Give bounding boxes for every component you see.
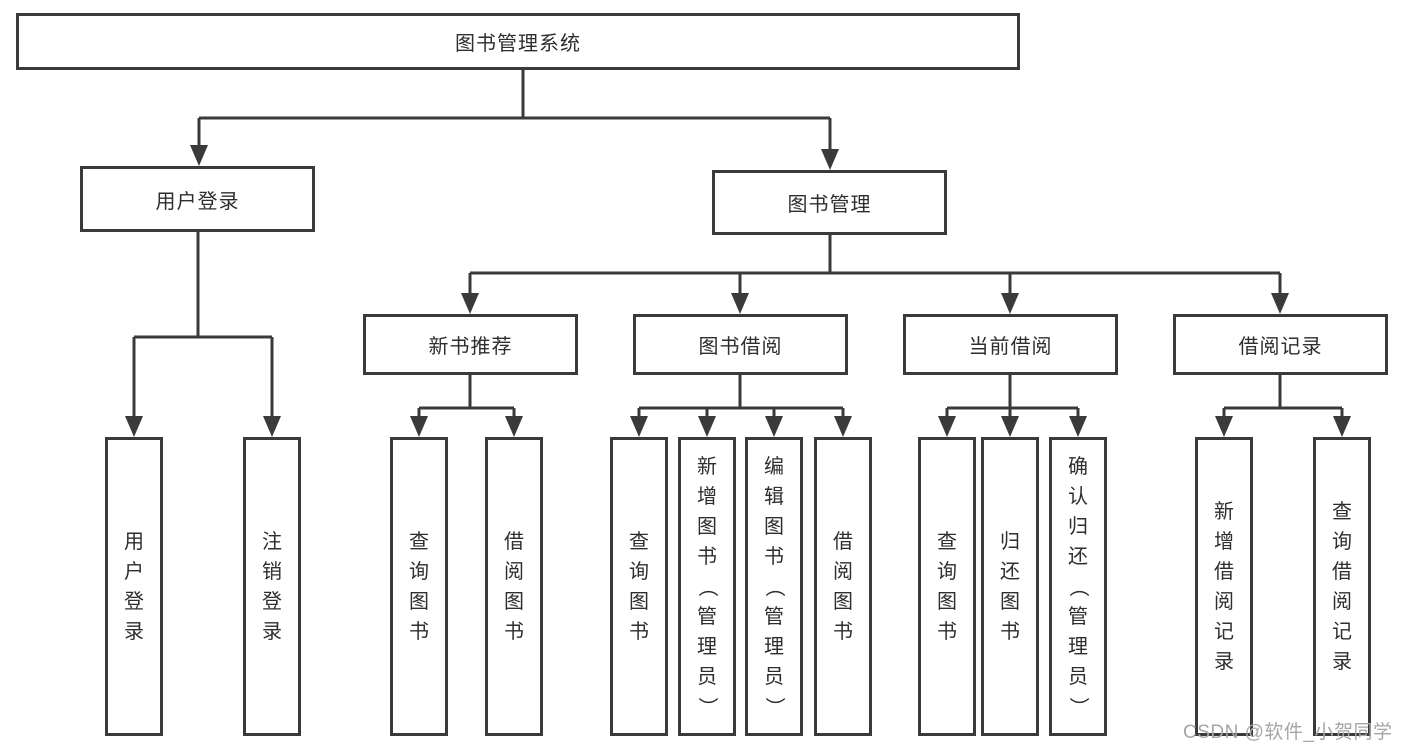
leaf-borrow-query-books: 查询图书	[610, 437, 668, 736]
leaf-records-query-record: 查询借阅记录	[1313, 437, 1371, 736]
arrowhead	[1271, 293, 1289, 314]
node-new-book-recommend-label: 新书推荐	[428, 336, 513, 358]
leaf-borrow-borrow-books-label: 借阅图书	[833, 530, 853, 643]
arrowhead	[125, 416, 143, 437]
leaf-records-add-record: 新增借阅记录	[1195, 437, 1253, 736]
leaf-borrow-borrow-books: 借阅图书	[814, 437, 872, 736]
connector-user-login-to-children	[125, 232, 281, 437]
connector-book-mgmt-to-children	[461, 235, 1289, 314]
arrowhead	[834, 416, 852, 437]
arrowhead	[630, 416, 648, 437]
leaf-borrow-add-books-admin-label: 新增图书（管理员）	[696, 455, 718, 717]
node-book-borrowing-label: 图书借阅	[698, 336, 783, 358]
arrowhead	[1333, 416, 1351, 437]
leaf-current-return-books-label: 归还图书	[1000, 530, 1020, 643]
arrowhead	[1069, 416, 1087, 437]
leaf-user-login-label: 用户登录	[124, 530, 144, 643]
arrowhead	[698, 416, 716, 437]
arrowhead	[938, 416, 956, 437]
connector-book-borrow-to-children	[630, 375, 852, 437]
node-root: 图书管理系统	[16, 13, 1020, 70]
node-borrowing-records: 借阅记录	[1173, 314, 1388, 375]
leaf-borrow-edit-books-admin: 编辑图书（管理员）	[745, 437, 803, 736]
leaf-current-query-books: 查询图书	[918, 437, 976, 736]
arrowhead	[731, 293, 749, 314]
node-borrowing-records-label: 借阅记录	[1238, 336, 1323, 358]
leaf-current-confirm-return-admin-label: 确认归还（管理员）	[1067, 455, 1089, 717]
leaf-borrow-query-books-label: 查询图书	[629, 530, 649, 643]
leaf-newbook-query-books-label: 查询图书	[409, 530, 429, 643]
leaf-records-add-record-label: 新增借阅记录	[1214, 500, 1234, 673]
arrowhead	[1001, 293, 1019, 314]
arrowhead	[1215, 416, 1233, 437]
leaf-borrow-edit-books-admin-label: 编辑图书（管理员）	[763, 455, 785, 717]
leaf-current-confirm-return-admin: 确认归还（管理员）	[1049, 437, 1107, 736]
leaf-records-query-record-label: 查询借阅记录	[1332, 500, 1352, 673]
node-current-borrowing-label: 当前借阅	[968, 336, 1053, 358]
arrowhead	[410, 416, 428, 437]
arrowhead	[1001, 416, 1019, 437]
leaf-current-return-books: 归还图书	[981, 437, 1039, 736]
node-user-login-label: 用户登录	[155, 190, 240, 213]
leaf-newbook-borrow-books: 借阅图书	[485, 437, 543, 736]
node-root-label: 图书管理系统	[455, 33, 581, 55]
arrowhead	[505, 416, 523, 437]
connector-new-book-to-children	[410, 375, 523, 437]
csdn-watermark: CSDN @软件_小贺同学	[1183, 722, 1393, 743]
arrowhead	[190, 145, 208, 166]
node-new-book-recommend: 新书推荐	[363, 314, 578, 375]
arrowhead	[263, 416, 281, 437]
arrowhead	[461, 293, 479, 314]
node-user-login: 用户登录	[80, 166, 315, 232]
leaf-logout-login-label: 注销登录	[262, 530, 282, 643]
connector-root-to-level2	[190, 70, 839, 170]
leaf-logout-login: 注销登录	[243, 437, 301, 736]
arrowhead	[765, 416, 783, 437]
connector-borrow-records-to-children	[1215, 375, 1351, 437]
leaf-user-login: 用户登录	[105, 437, 163, 736]
arrowhead	[821, 149, 839, 170]
node-book-borrowing: 图书借阅	[633, 314, 848, 375]
node-book-management-label: 图书管理	[787, 194, 872, 216]
node-current-borrowing: 当前借阅	[903, 314, 1118, 375]
leaf-borrow-add-books-admin: 新增图书（管理员）	[678, 437, 736, 736]
leaf-newbook-borrow-books-label: 借阅图书	[504, 530, 524, 643]
node-book-management: 图书管理	[712, 170, 947, 235]
leaf-current-query-books-label: 查询图书	[937, 530, 957, 643]
connector-current-borrow-to-children	[938, 375, 1087, 437]
leaf-newbook-query-books: 查询图书	[390, 437, 448, 736]
